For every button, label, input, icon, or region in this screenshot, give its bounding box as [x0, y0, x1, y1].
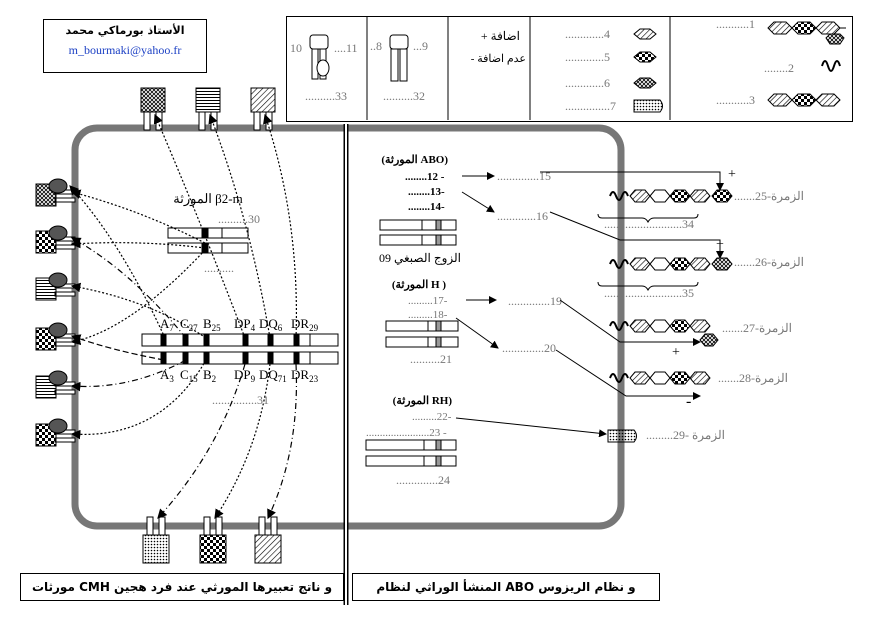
membrane-receptor-top-3 — [250, 87, 276, 131]
abo-title: (المورثة ABO) — [381, 154, 448, 166]
legend-label-32: ..........32 — [383, 89, 425, 103]
legend-label-10: 10 — [290, 41, 302, 55]
label-15: ..............15 — [497, 169, 551, 183]
chromosome-h-pair — [385, 320, 459, 348]
label-35: ..........................35 — [604, 286, 694, 300]
group-29: .........29- الزمرة — [646, 428, 725, 442]
legend-receptor-icon-1 — [309, 34, 330, 80]
allele-label-lower_alleles-3: DP9 — [234, 367, 256, 384]
legend-item-1: ...........1 — [716, 17, 755, 31]
label-21: ..........21 — [410, 352, 452, 366]
b2m-dots: .......... — [204, 261, 234, 275]
chain-icon-3 — [767, 93, 841, 107]
rh-title: (المورثة RH) — [393, 395, 453, 407]
right-panel-caption: المنشأ الوراثي لنظام ABO و نظام الريزوس — [352, 573, 660, 601]
chain-group-26 — [609, 257, 733, 271]
chromosome-9-label: الزوج الصبغي 09 — [379, 251, 461, 265]
label-23: .......................23 - — [366, 427, 447, 439]
label-13: ........13- — [408, 186, 445, 198]
legend-item-3: ...........3 — [716, 93, 755, 107]
legend-no-addition: - عدم اضافة — [471, 53, 526, 65]
legend-label-8: ..8 — [370, 39, 382, 53]
chain-icon-2 — [821, 60, 841, 72]
label-14: ........14- — [408, 201, 445, 213]
label-22: .........22- — [412, 411, 452, 423]
legend-item-4: .............4 — [565, 27, 610, 41]
author-name: الأستاذ بورماكي محمد — [65, 24, 185, 37]
expression-arrows — [69, 113, 298, 520]
membrane-receptor-bottom-3 — [254, 516, 282, 564]
allele-label-upper_alleles-4: DQ6 — [259, 316, 283, 333]
chromosome-9-pair — [379, 219, 457, 246]
membrane-receptors-left — [35, 178, 76, 447]
legend-label-11: ....11 — [334, 41, 358, 55]
membrane-receptor-bottom-2 — [199, 516, 227, 564]
legend-item-5: .............5 — [565, 50, 610, 64]
hexagon-icon-4 — [633, 28, 657, 40]
hexagon-icon-6 — [633, 77, 657, 89]
chromosome-rh-pair — [365, 439, 457, 467]
group-28: .......28-الزمرة — [718, 371, 788, 385]
legend-addition: + اضافة — [481, 29, 520, 43]
label-31: ...............31 — [212, 393, 269, 407]
label-12: ........12 - — [405, 171, 445, 183]
hexagon-icon-5 — [633, 51, 657, 63]
b2m-label: المورثة β2-m — [173, 191, 242, 207]
group-25: .......25-الزمرة — [734, 189, 804, 203]
label-34: ..........................34 — [604, 217, 694, 231]
group-27: .......27-الزمرة — [722, 321, 792, 335]
label-30: ..........30 — [218, 212, 260, 226]
label-20: ..............20 — [502, 341, 556, 355]
plus-sign-25: + — [728, 167, 736, 182]
legend-receptor-icon-2 — [389, 34, 409, 82]
legend-item-2: ........2 — [764, 61, 794, 75]
legend-label-33: ..........33 — [305, 89, 347, 103]
galnac-icon-7 — [633, 99, 663, 113]
author-box: الأستاذ بورماكي محمد m_bourmaki@yahoo.fr — [43, 19, 207, 73]
label-18: .........18- — [408, 309, 448, 321]
chain-group-25 — [609, 189, 733, 203]
allele-label-upper_alleles-3: DP4 — [234, 316, 256, 333]
chain-group-27 — [609, 319, 719, 347]
h-title: (المورثة H ) — [392, 279, 446, 291]
plus-sign-26: + — [716, 237, 724, 252]
group-29-antigen — [607, 429, 637, 443]
legend-dividers — [366, 16, 671, 120]
left-panel-caption: مورثات CMH و ناتج تعبيرها المورثي عند فر… — [20, 573, 344, 601]
membrane-receptor-top-2 — [195, 87, 221, 131]
legend-label-9: ...9 — [413, 39, 428, 53]
plus-sign-27: + — [672, 345, 680, 360]
minus-sign-28: - — [686, 393, 691, 410]
chain-icon-1 — [767, 21, 846, 45]
membrane-receptor-bottom-1 — [142, 516, 170, 564]
legend-item-7: ...............7 — [565, 99, 616, 113]
membrane-receptor-top-1 — [140, 87, 166, 131]
legend-item-6: .............6 — [565, 76, 610, 90]
label-17: .........17- — [408, 295, 448, 307]
chain-group-28 — [609, 371, 711, 385]
group-26: .......26-الزمرة — [734, 255, 804, 269]
hla-chromosome-pair — [141, 333, 339, 365]
label-16: .............16 — [497, 209, 548, 223]
label-24: ..............24 — [396, 473, 450, 487]
legend-box — [286, 16, 853, 122]
label-19: ..............19 — [508, 294, 562, 308]
author-email: m_bourmaki@yahoo.fr — [68, 43, 182, 57]
